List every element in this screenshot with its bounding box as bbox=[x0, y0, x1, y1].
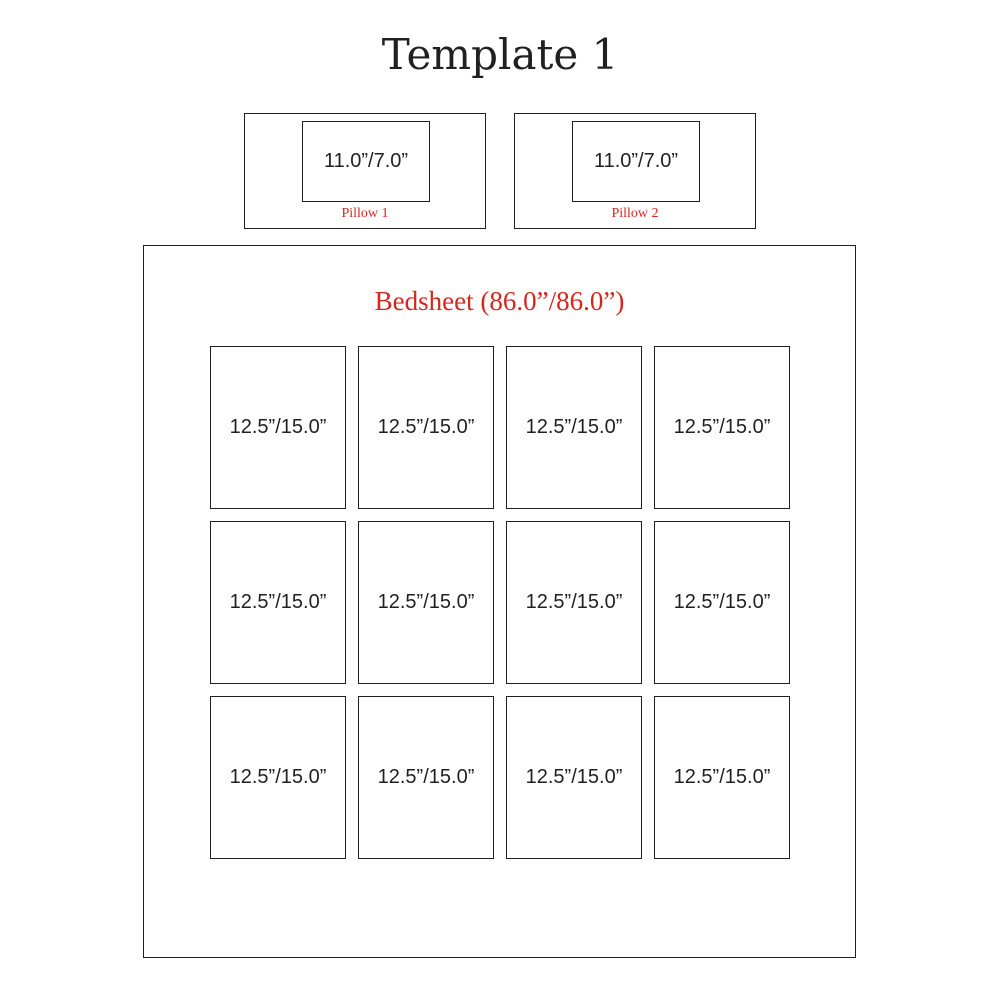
pillow-2-print-area: 11.0”/7.0” bbox=[572, 121, 700, 202]
bedsheet-panel: 12.5”/15.0” bbox=[358, 521, 494, 684]
bedsheet-outline: Bedsheet (86.0”/86.0”) 12.5”/15.0” 12.5”… bbox=[143, 245, 856, 958]
pillow-1-outline: 11.0”/7.0” Pillow 1 bbox=[244, 113, 486, 229]
pillow-2-outline: 11.0”/7.0” Pillow 2 bbox=[514, 113, 756, 229]
bedsheet-panel: 12.5”/15.0” bbox=[358, 696, 494, 859]
bedsheet-panel-grid: 12.5”/15.0” 12.5”/15.0” 12.5”/15.0” 12.5… bbox=[210, 346, 790, 859]
bedsheet-label: Bedsheet (86.0”/86.0”) bbox=[374, 286, 625, 316]
bedsheet-panel: 12.5”/15.0” bbox=[506, 521, 642, 684]
pillow-2-label: Pillow 2 bbox=[611, 206, 659, 221]
template-title: Template 1 bbox=[381, 30, 619, 79]
pillow-1-print-area: 11.0”/7.0” bbox=[302, 121, 430, 202]
bedsheet-panel: 12.5”/15.0” bbox=[210, 696, 346, 859]
bedsheet-panel: 12.5”/15.0” bbox=[654, 346, 790, 509]
bedsheet-panel: 12.5”/15.0” bbox=[210, 346, 346, 509]
bedsheet-panel: 12.5”/15.0” bbox=[358, 346, 494, 509]
bedsheet-panel: 12.5”/15.0” bbox=[506, 346, 642, 509]
bedsheet-panel: 12.5”/15.0” bbox=[210, 521, 346, 684]
bedsheet-panel: 12.5”/15.0” bbox=[654, 521, 790, 684]
bedsheet-panel: 12.5”/15.0” bbox=[654, 696, 790, 859]
pillow-1-label: Pillow 1 bbox=[341, 206, 389, 221]
bedsheet-panel: 12.5”/15.0” bbox=[506, 696, 642, 859]
